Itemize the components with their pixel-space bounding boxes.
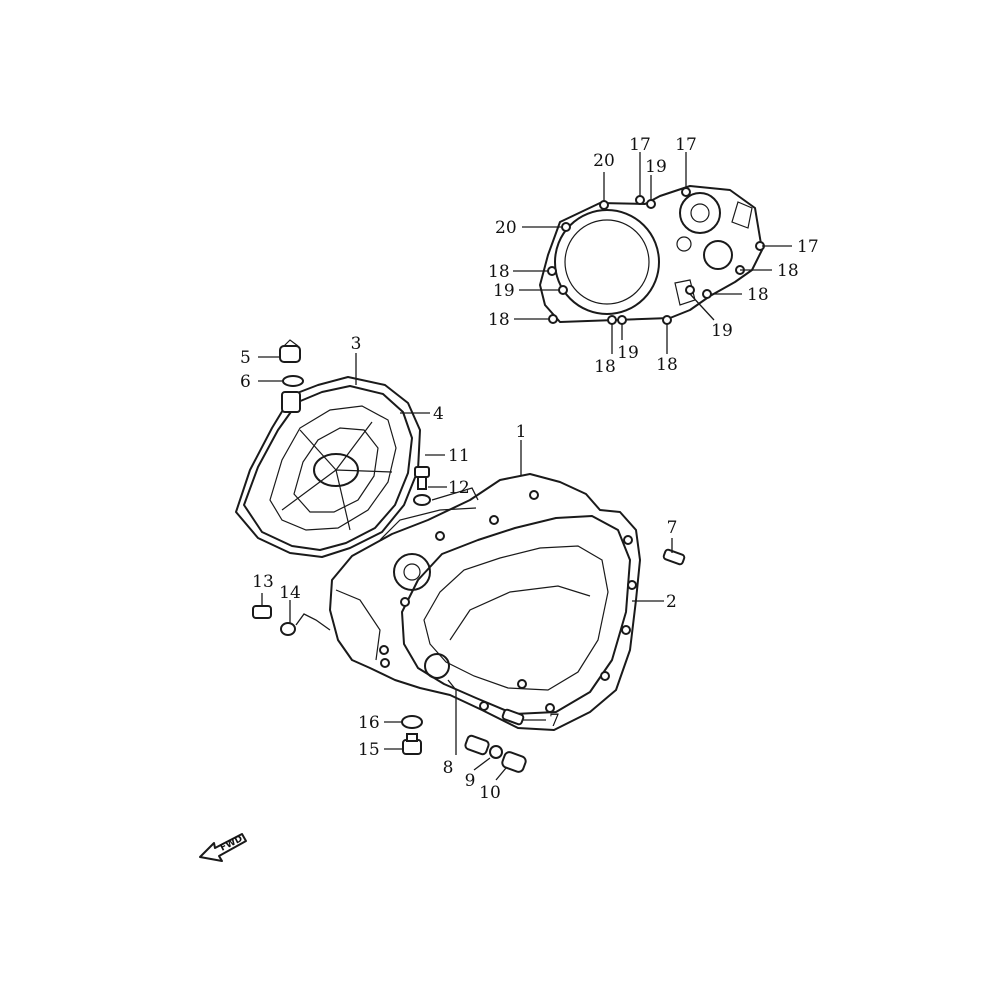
- callout-bolt-20-left: 20: [495, 218, 517, 238]
- crankcase-inner-wall: [423, 545, 609, 691]
- part-leader-lines: [258, 353, 673, 781]
- shaft-boss: [424, 653, 450, 679]
- callout-bolt-17-top-left: 17: [629, 135, 651, 155]
- callout-bolt-17-top-right: 17: [675, 135, 697, 155]
- crankcase-rib: [449, 585, 591, 641]
- callout-bolt-18-bottom-right: 18: [656, 355, 678, 375]
- cover-hub: [313, 453, 359, 487]
- inspection-cap: [703, 240, 733, 270]
- callout-part-14: 14: [279, 583, 301, 603]
- boss-a: [676, 236, 692, 252]
- callout-part-6: 6: [240, 372, 251, 392]
- plug-bolt-13: [252, 605, 272, 619]
- drain-plug-15: [402, 733, 422, 755]
- callout-bolt-18-left-upper: 18: [488, 262, 510, 282]
- outer-cover-assembly: [539, 185, 765, 325]
- callout-part-4: 4: [433, 404, 444, 424]
- fwd-label: FWD: [219, 834, 245, 854]
- crankcase-left-half: [329, 473, 641, 731]
- callout-part-3: 3: [351, 334, 362, 354]
- callout-part-7-upper: 7: [667, 518, 678, 538]
- callout-bolt-19-left: 19: [493, 281, 515, 301]
- crankcase-edge: [335, 589, 381, 661]
- forward-direction-arrow-icon: FWD: [199, 833, 247, 862]
- callout-part-11: 11: [448, 446, 470, 466]
- callout-part-13: 13: [252, 572, 274, 592]
- callout-bolt-18-right-lower: 18: [747, 285, 769, 305]
- callout-part-5: 5: [240, 348, 251, 368]
- left-cover-gasket: [235, 376, 421, 558]
- callout-part-9: 9: [465, 771, 476, 791]
- bearing-boss: [393, 553, 431, 591]
- callout-bolt-19-bottom: 19: [617, 343, 639, 363]
- bolt-holes: [547, 187, 765, 325]
- dowel-pin-upper: [662, 548, 686, 566]
- cover-tab: [731, 201, 753, 229]
- cover-rib-inner: [293, 427, 379, 513]
- callout-part-1: 1: [516, 422, 527, 442]
- gasket-16: [401, 715, 423, 729]
- oil-filler-cap: [279, 339, 301, 363]
- cover-spokes: [281, 421, 393, 531]
- pump-shaft: [690, 203, 710, 223]
- callout-part-2: 2: [666, 592, 677, 612]
- bearing-bore: [403, 563, 421, 581]
- callout-part-8: 8: [443, 758, 454, 778]
- callout-part-12: 12: [448, 478, 470, 498]
- clutch-cover-ring-inner: [564, 219, 650, 305]
- o-ring-9: [489, 745, 503, 759]
- callout-bolt-17-right: 17: [797, 237, 819, 257]
- screen-filter-8: [464, 734, 490, 756]
- pump-housing: [679, 192, 721, 234]
- callout-part-7-lower: 7: [549, 711, 560, 731]
- drain-bolt-11: [414, 466, 430, 490]
- callout-bolt-18-right-upper: 18: [777, 261, 799, 281]
- callout-part-16: 16: [358, 713, 380, 733]
- clutch-cover-ring-outer: [554, 209, 660, 315]
- spring-10: [501, 751, 527, 773]
- crankcase-bolt-bosses: [379, 490, 637, 713]
- callout-part-15: 15: [358, 740, 380, 760]
- bolt-leader-lines: [513, 152, 792, 354]
- seal-ring-14: [280, 622, 296, 636]
- callout-bolt-20-top: 20: [593, 151, 615, 171]
- crankcase-main-outline: [329, 473, 641, 731]
- o-ring: [282, 375, 304, 387]
- filler-neck: [281, 391, 301, 413]
- bolt-callouts: 20 20 17 17 17 19 19 19 19 18 18 18 18 1…: [488, 135, 819, 377]
- washer-12: [413, 494, 431, 506]
- cover-rib-outer: [269, 405, 397, 531]
- part-callouts: 1 2 3 4 5 6 7 7 8 9 10 11 12 13 14 15 16: [240, 334, 677, 803]
- callout-bolt-19-right: 19: [711, 321, 733, 341]
- callout-bolt-18-bottom-left: 18: [594, 357, 616, 377]
- callout-bolt-19-top: 19: [645, 157, 667, 177]
- callout-bolt-18-left-lower: 18: [488, 310, 510, 330]
- crankcase-gasket: [401, 515, 631, 715]
- callout-part-10: 10: [479, 783, 501, 803]
- crankcase-top-ledge: [379, 507, 477, 541]
- left-crankcase-cover: [235, 376, 421, 558]
